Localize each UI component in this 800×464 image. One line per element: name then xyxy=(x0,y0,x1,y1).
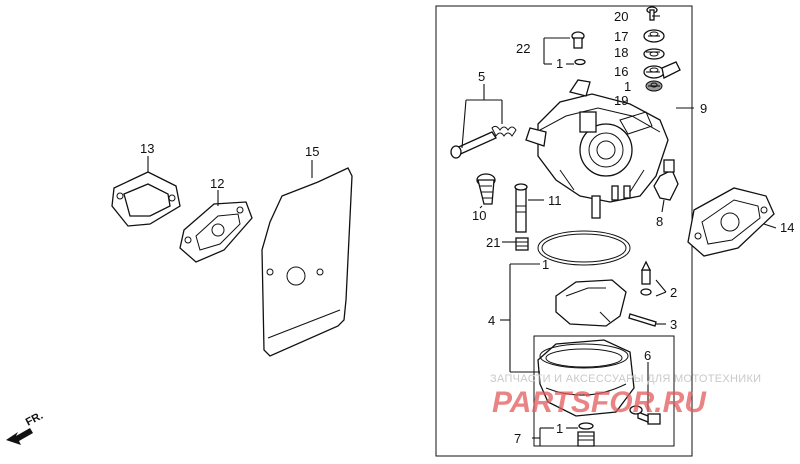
callout-12: 12 xyxy=(210,176,224,191)
chamber-set-frame xyxy=(533,335,675,447)
callout-22: 22 xyxy=(516,41,530,56)
callout-11: 11 xyxy=(548,193,562,208)
callout-9: 9 xyxy=(700,101,707,116)
callout-16: 16 xyxy=(614,64,628,79)
callout-1-o-ring: 1 xyxy=(542,257,549,272)
part-2-float-valve xyxy=(640,260,652,296)
callout-6: 6 xyxy=(644,348,651,363)
part-3-float-pin xyxy=(628,313,657,327)
part-9-carburetor-body xyxy=(525,79,669,219)
callout-8: 8 xyxy=(656,214,663,229)
callout-7: 7 xyxy=(514,431,521,446)
float xyxy=(555,279,627,327)
callout-14: 14 xyxy=(780,220,794,235)
callout-13: 13 xyxy=(140,141,154,156)
watermark-caption: ЗАПЧАСТИ И АКСЕССУАРЫ ДЛЯ МОТОТЕХНИКИ xyxy=(490,373,761,385)
callout-4: 4 xyxy=(488,313,495,328)
part-6-bolt xyxy=(629,405,661,425)
front-label: FR. xyxy=(24,410,45,429)
part-5-pilot-screw xyxy=(450,125,517,159)
part-1-o-ring xyxy=(537,230,631,266)
callouts: 13 12 15 5 10 11 21 8 9 14 20 17 18 16 1… xyxy=(140,9,794,446)
part-13-gasket xyxy=(111,171,181,227)
callout-19: 19 xyxy=(614,93,628,108)
callout-2: 2 xyxy=(670,285,677,300)
callout-21: 21 xyxy=(486,235,500,250)
part-14-gasket xyxy=(687,187,775,257)
callout-10: 10 xyxy=(472,208,486,223)
watermark: ЗАПЧАСТИ И АКСЕССУАРЫ ДЛЯ МОТОТЕХНИКИ PA… xyxy=(490,373,761,419)
part-11-nozzle xyxy=(514,183,528,233)
leader-lines xyxy=(147,15,777,447)
callout-1-lower: 1 xyxy=(556,421,563,436)
part-16-lever xyxy=(643,61,681,79)
callout-15: 15 xyxy=(305,144,319,159)
callout-5: 5 xyxy=(478,69,485,84)
part-12-gasket xyxy=(179,201,253,263)
callout-3: 3 xyxy=(670,317,677,332)
part-8-clip xyxy=(653,159,679,201)
front-direction-arrow: FR. xyxy=(6,410,45,445)
part-7-bolt xyxy=(577,422,595,447)
part-22-screw xyxy=(571,31,586,66)
watermark-logo: PARTSFOR.RU xyxy=(492,386,707,419)
float-chamber xyxy=(537,339,635,417)
part-21-jet xyxy=(515,237,529,251)
callout-17: 17 xyxy=(614,29,628,44)
part-20-screw xyxy=(646,6,658,21)
part-10-stop-screw xyxy=(476,173,496,205)
callout-18: 18 xyxy=(614,45,628,60)
part-15-plate xyxy=(261,167,353,357)
callout-20: 20 xyxy=(614,9,628,24)
part-18-washer xyxy=(643,48,665,60)
callout-1-upper: 1 xyxy=(624,79,631,94)
callout-1-washer: 1 xyxy=(556,56,563,71)
